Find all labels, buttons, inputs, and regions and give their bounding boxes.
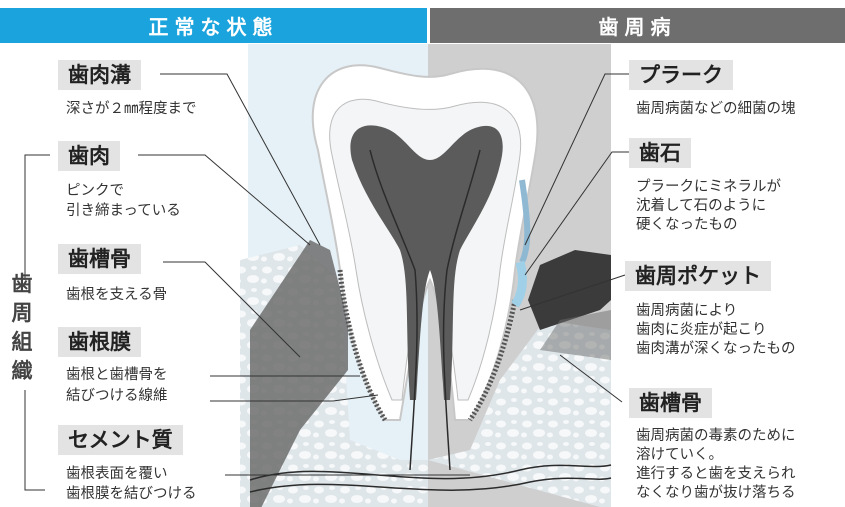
desc-periodontal-pocket-1: 歯周病菌により [636,303,738,319]
desc-periodontal-ligament-2: 結びつける線維 [66,388,168,404]
label-tartar: 歯石 [629,138,691,168]
periodontal-ligament [337,269,388,422]
desc-gum-2: 引き締まっている [66,203,181,219]
label-gingival-sulcus: 歯肉溝 [58,60,141,90]
desc-alveolar-bone: 歯根を支える骨 [66,287,168,303]
label-gum: 歯肉 [58,141,120,171]
desc-periodontal-ligament-1: 歯根と歯槽骨を [66,367,168,383]
periodontal-ligament-right [467,299,518,422]
desc-alveolar-bone-disease-2: 溶けていく。 [636,447,723,463]
desc-periodontal-pocket-2: 歯肉に炎症が起こり [636,322,767,338]
desc-plaque: 歯周病菌などの細菌の塊 [636,101,796,117]
nerves [249,149,612,493]
desc-gingival-sulcus: 深さが２㎜程度まで [66,101,197,117]
pulp [350,125,503,400]
label-plaque: プラーク [629,60,733,90]
alveolar-bone-disease [428,320,611,507]
desc-cementum-1: 歯根表面を覆い [66,466,168,482]
gum-normal [250,240,348,507]
desc-periodontal-pocket-3: 歯肉溝が深くなったもの [636,341,796,357]
side-label-char: 周 [11,301,33,325]
desc-cementum-2: 歯根膜を結びつける [66,486,197,502]
side-label-char: 歯 [11,272,33,296]
plaque [519,179,531,264]
tartar [511,260,527,308]
side-label-char: 織 [11,359,33,383]
label-periodontal-pocket: 歯周ポケット [625,261,771,291]
desc-tartar-1: プラークにミネラルが [636,179,781,195]
desc-gum-1: ピンクで [66,183,124,199]
label-alveolar-bone: 歯槽骨 [58,244,141,274]
label-alveolar-bone-disease: 歯槽骨 [629,388,712,418]
header-normal: 正常な状態 [0,8,427,43]
label-periodontal-ligament: 歯根膜 [58,327,141,357]
side-label-char: 組 [11,330,33,354]
header-disease: 歯周病 [430,8,845,43]
leader-lines [24,73,629,491]
label-cementum: セメント質 [58,425,183,455]
gum-disease-lower [540,310,611,360]
periodontal-tissue-label: 歯 周 組 織 [10,270,34,386]
desc-alveolar-bone-disease-1: 歯周病菌の毒素のために [636,428,796,444]
desc-alveolar-bone-disease-4: なくなり歯が抜け落ちる [636,485,796,501]
desc-alveolar-bone-disease-3: 進行すると歯を支えられ [636,466,796,482]
desc-tartar-3: 硬くなったもの [636,217,738,233]
desc-tartar-2: 沈着して石のように [636,198,767,214]
gum-disease [528,250,611,330]
